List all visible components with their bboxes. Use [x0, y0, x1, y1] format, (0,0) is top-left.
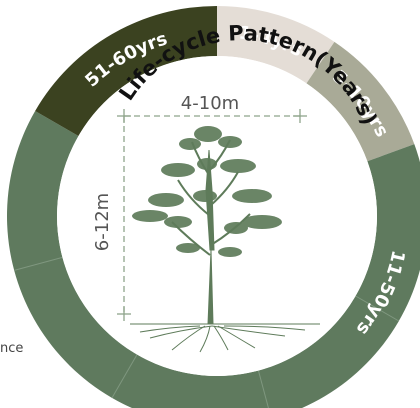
ring-segment-51-60yrs [35, 6, 217, 136]
ring-segment-5-10yrs [306, 41, 415, 162]
ring-divider [257, 370, 269, 408]
ring-divider [14, 256, 63, 271]
ring-segment-1-4yrs [217, 6, 335, 84]
inner-disc [57, 56, 377, 376]
ring-divider [355, 295, 400, 322]
tree-illustration [130, 126, 320, 353]
height-dimension [117, 116, 131, 321]
life-cycle-ring [7, 6, 420, 408]
edge-fragment-text: nce [0, 341, 23, 356]
ring-segment-11-50yrs [7, 111, 420, 408]
height-label: 6-12m [92, 193, 113, 251]
ring-divider [111, 354, 138, 399]
width-label: 4-10m [181, 93, 239, 114]
